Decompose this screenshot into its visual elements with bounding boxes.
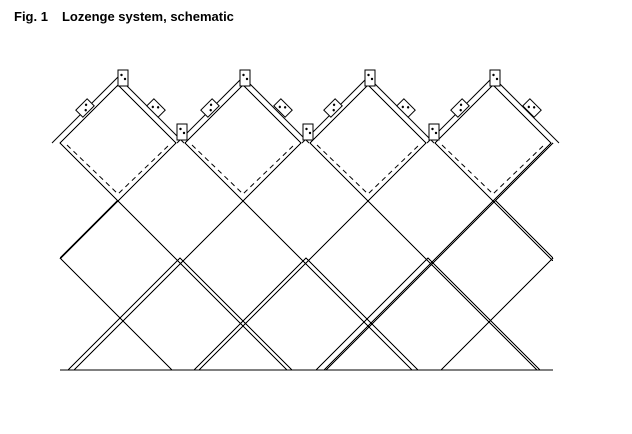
lattice-line	[67, 257, 181, 371]
fixing-plate	[75, 98, 95, 118]
plate-body	[117, 69, 129, 87]
plate-hole	[179, 127, 182, 131]
dashed-outline	[441, 144, 545, 195]
plate-body	[364, 69, 376, 87]
plate-hole	[209, 108, 212, 112]
fixing-plate	[364, 69, 376, 87]
lattice-line	[492, 200, 554, 262]
fixing-plate	[396, 98, 416, 118]
plate-body	[146, 98, 166, 118]
plate-body	[239, 69, 251, 87]
figure-caption: Fig. 1 Lozenge system, schematic	[14, 9, 234, 24]
plate-hole	[182, 131, 186, 135]
plate-hole	[492, 73, 495, 77]
plate-hole	[84, 108, 87, 112]
dashed-outline	[316, 144, 420, 195]
lattice-line	[305, 257, 419, 371]
lattice-line	[440, 257, 554, 371]
plate-body	[176, 123, 188, 141]
plate-hole	[84, 103, 88, 107]
plate-body	[428, 123, 440, 141]
lattice-line	[193, 257, 307, 371]
lattice-line	[325, 142, 554, 371]
dashed-outline	[66, 144, 170, 195]
lattice-line	[73, 200, 244, 371]
figure-title: Lozenge system, schematic	[61, 9, 234, 24]
plate-hole	[434, 131, 438, 135]
plate-body	[450, 98, 470, 118]
plate-hole	[370, 77, 374, 81]
lattice-line	[59, 257, 173, 371]
plate-hole	[308, 131, 312, 135]
fixing-plate	[302, 123, 314, 141]
fixing-plate	[489, 69, 501, 87]
plate-hole	[283, 106, 287, 109]
plate-body	[323, 98, 343, 118]
dashed-outline	[191, 144, 295, 195]
lattice-line	[367, 200, 538, 371]
plate-hole	[245, 77, 249, 81]
lattice-line	[59, 142, 288, 371]
plate-body	[489, 69, 501, 87]
top-lozenge	[184, 84, 302, 202]
plate-hole	[120, 73, 123, 77]
plate-hole	[527, 105, 531, 109]
fixing-plate	[273, 98, 293, 118]
fixing-plate	[323, 98, 343, 118]
lozenge-grid	[59, 84, 554, 371]
plate-body	[273, 98, 293, 118]
lattice-line	[495, 200, 554, 259]
fixing-plate	[522, 98, 542, 118]
plate-hole	[406, 106, 410, 109]
fixing-plate	[239, 69, 251, 87]
plate-hole	[495, 77, 499, 81]
plate-hole	[305, 127, 308, 131]
fixing-plate	[117, 69, 129, 87]
plate-hole	[431, 127, 434, 131]
lattice-line	[315, 257, 429, 371]
figure-label: Fig. 1	[14, 9, 48, 24]
plate-hole	[332, 108, 335, 112]
plate-hole	[532, 106, 536, 109]
fixing-plate	[428, 123, 440, 141]
plate-body	[200, 98, 220, 118]
top-lozenge	[309, 84, 427, 202]
plate-hole	[151, 105, 155, 109]
plate-hole	[242, 73, 245, 77]
lattice-line	[198, 200, 369, 371]
inner-dashed-outlines	[66, 144, 545, 195]
lattice-line	[59, 200, 119, 260]
plate-hole	[459, 108, 462, 112]
fixing-plate	[200, 98, 220, 118]
fixing-plates	[75, 69, 542, 141]
fixing-plate	[176, 123, 188, 141]
plate-hole	[278, 105, 282, 109]
plate-hole	[156, 106, 160, 109]
lattice-line	[59, 200, 118, 259]
plate-body	[522, 98, 542, 118]
plate-body	[302, 123, 314, 141]
plate-hole	[123, 77, 127, 81]
top-lozenge	[59, 84, 177, 202]
lattice-line	[323, 200, 494, 371]
lattice-line	[179, 257, 293, 371]
plate-hole	[367, 73, 370, 77]
plate-body	[75, 98, 95, 118]
fixing-plate	[450, 98, 470, 118]
plate-hole	[459, 103, 463, 107]
lattice-line	[242, 200, 413, 371]
plate-hole	[401, 105, 405, 109]
top-lozenge	[434, 84, 552, 202]
lattice-line	[427, 257, 541, 371]
plate-hole	[332, 103, 336, 107]
plate-body	[396, 98, 416, 118]
fixing-plate	[146, 98, 166, 118]
plate-hole	[209, 103, 213, 107]
